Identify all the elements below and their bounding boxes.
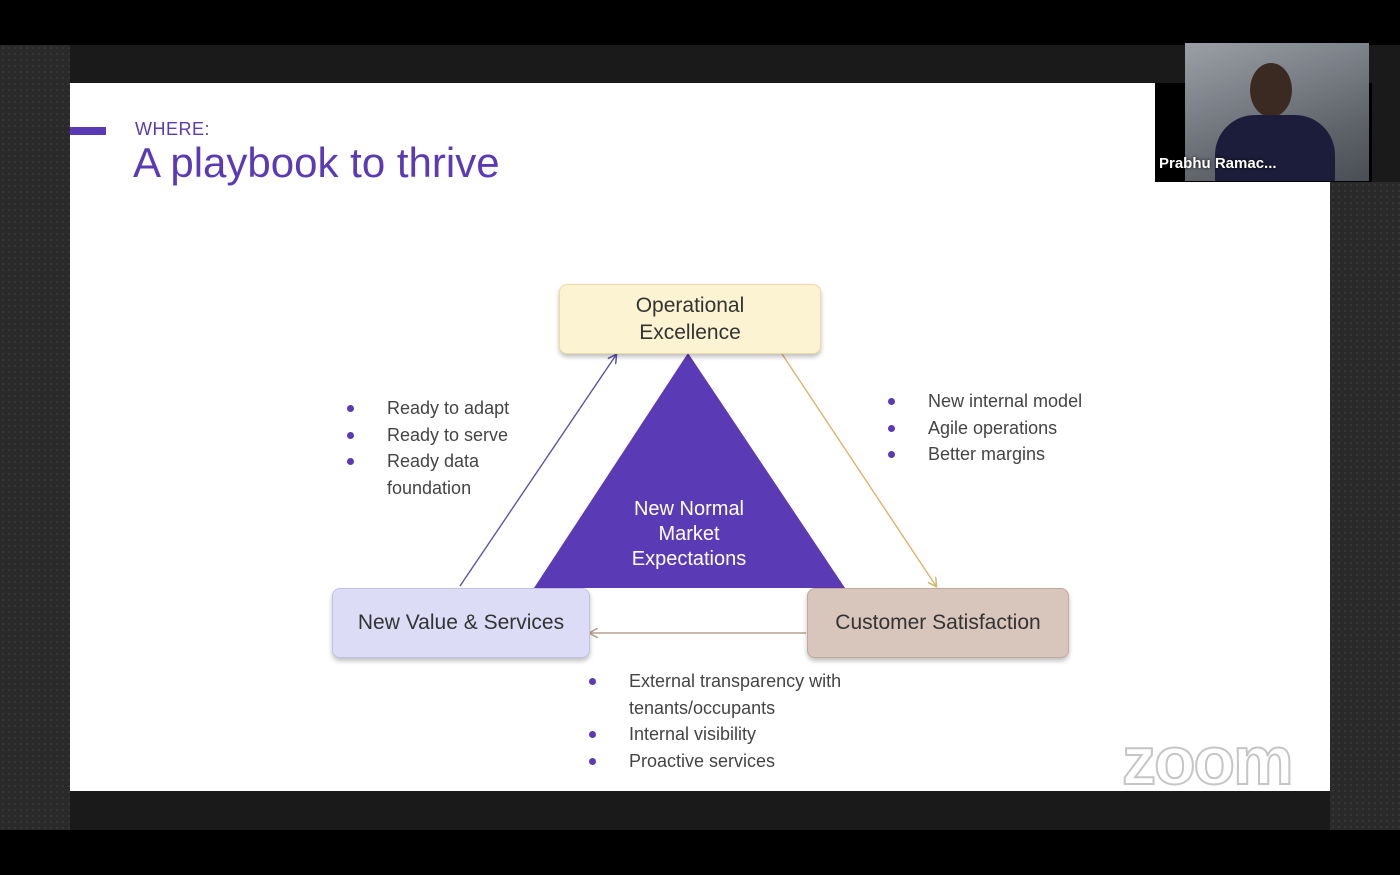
diagram-graphic xyxy=(459,83,1330,791)
node-operational-excellence-label: Operational Excellence xyxy=(635,294,745,344)
shared-slide: WHERE: A playbook to thrive Operational … xyxy=(70,83,1330,791)
accent-bar xyxy=(70,127,106,135)
slide-title: A playbook to thrive xyxy=(133,139,500,186)
list-item: External transparency with tenants/occup… xyxy=(588,668,848,721)
right-bullet-list: New internal model Agile operations Bett… xyxy=(887,388,1107,468)
participant-camera-feed xyxy=(1185,43,1369,181)
slide-eyebrow: WHERE: xyxy=(135,119,210,139)
participant-body xyxy=(1215,115,1335,181)
bottom-bullet-list: External transparency with tenants/occup… xyxy=(588,668,848,774)
list-item: Internal visibility xyxy=(588,721,848,748)
list-item: Ready to adapt xyxy=(346,395,526,422)
list-item: New internal model xyxy=(887,388,1107,415)
right-letterbox xyxy=(1330,182,1400,830)
top-letterbox xyxy=(0,0,1400,45)
list-item: Better margins xyxy=(887,441,1107,468)
left-letterbox xyxy=(0,45,70,830)
node-new-value-services: New Value & Services xyxy=(332,588,590,658)
list-item: Proactive services xyxy=(588,748,848,775)
list-item: Agile operations xyxy=(887,415,1107,442)
node-new-value-services-label: New Value & Services xyxy=(357,611,565,634)
avatar xyxy=(1250,63,1292,117)
left-bullet-list: Ready to adapt Ready to serve Ready data… xyxy=(346,395,526,501)
zoom-watermark: zoom xyxy=(1121,722,1295,800)
list-item: Ready data foundation xyxy=(346,448,487,501)
node-customer-satisfaction-label: Customer Satisfaction xyxy=(835,611,1041,634)
node-operational-excellence: Operational Excellence xyxy=(559,284,821,354)
participant-video-tile[interactable]: Prabhu Ramac... xyxy=(1155,43,1372,182)
center-label: New Normal Market Expectations xyxy=(631,498,747,570)
center-triangle xyxy=(534,353,845,588)
arrow-left-to-top xyxy=(459,355,616,587)
arrow-top-to-right xyxy=(781,353,936,586)
participant-name: Prabhu Ramac... xyxy=(1159,155,1277,172)
bottom-letterbox xyxy=(0,830,1400,875)
node-customer-satisfaction: Customer Satisfaction xyxy=(807,588,1069,658)
list-item: Ready to serve xyxy=(346,422,526,449)
